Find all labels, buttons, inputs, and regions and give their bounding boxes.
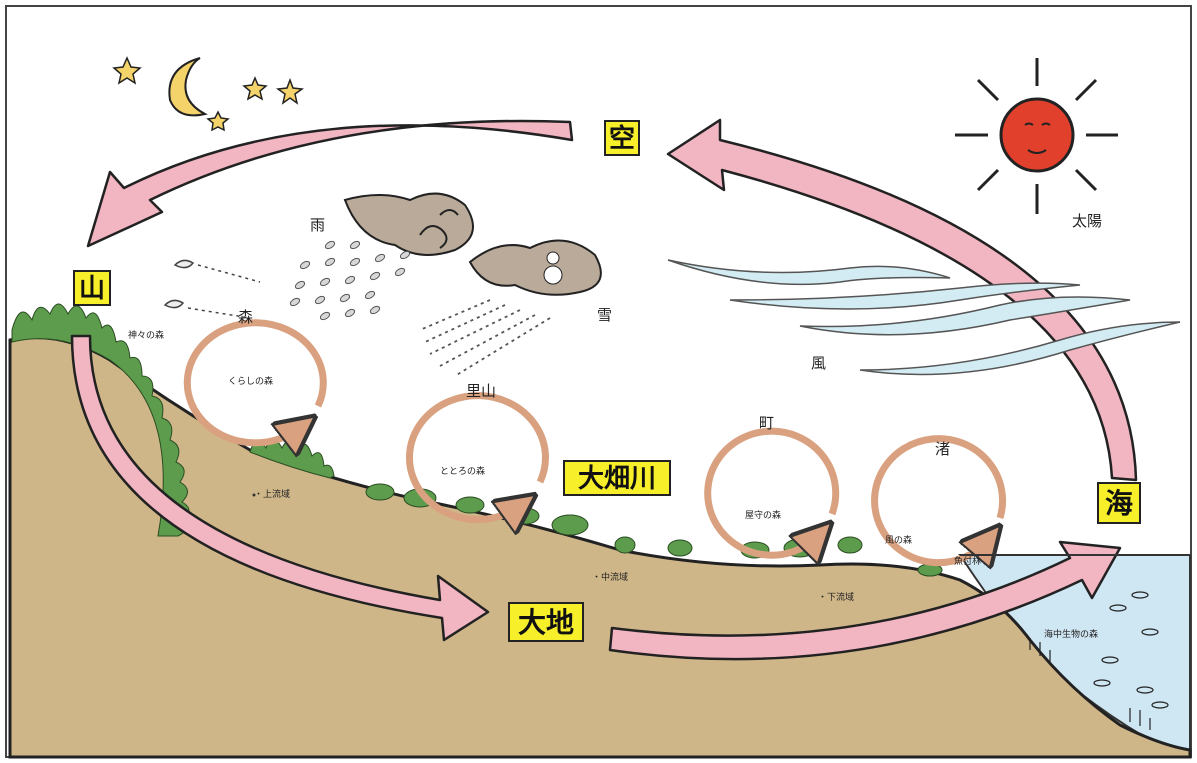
label-town: 町 xyxy=(759,416,774,431)
label-earth: 大地 xyxy=(508,602,584,642)
label-todoro-forest: ととろの森 xyxy=(440,468,485,477)
label-kami-forest: 神々の森 xyxy=(128,332,164,341)
label-lower-stream: ・下流域 xyxy=(818,594,854,603)
label-forest: 森 xyxy=(238,310,253,325)
label-snow: 雪 xyxy=(597,308,612,323)
label-beach: 渚 xyxy=(935,442,950,457)
label-wind: 風 xyxy=(811,356,826,371)
label-sea: 海 xyxy=(1097,482,1141,524)
label-rain: 雨 xyxy=(310,218,325,233)
label-kaze-forest: 風の森 xyxy=(885,537,912,546)
label-mountain: 山 xyxy=(73,270,111,306)
label-middle-stream: ・中流域 xyxy=(592,574,628,583)
label-yashiki-forest: 屋守の森 xyxy=(745,512,781,521)
label-satoyama: 里山 xyxy=(466,384,496,399)
label-river: 大畑川 xyxy=(563,460,671,496)
label-sky: 空 xyxy=(604,120,640,156)
label-upper-stream: ・上流域 xyxy=(254,491,290,500)
label-kaichu-forest: 海中生物の森 xyxy=(1044,631,1098,640)
label-kurashi-forest: くらしの森 xyxy=(228,378,273,387)
label-uo-forest: 魚付林 xyxy=(954,558,981,567)
label-sun: 太陽 xyxy=(1072,214,1102,229)
